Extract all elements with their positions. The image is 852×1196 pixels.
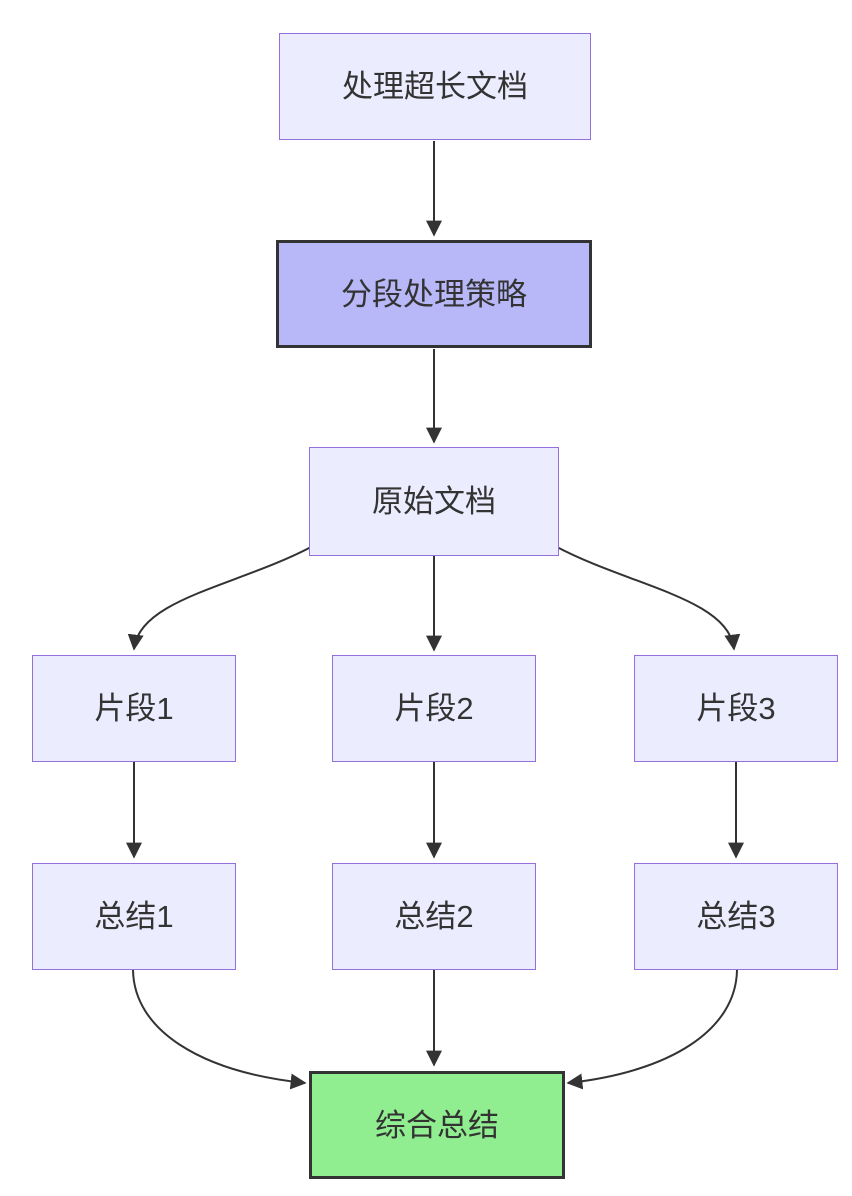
node-original-document: 原始文档 bbox=[309, 447, 559, 556]
node-summary-3: 总结3 bbox=[634, 863, 838, 970]
node-combined-summary: 综合总结 bbox=[309, 1071, 565, 1179]
node-segmentation-strategy: 分段处理策略 bbox=[276, 240, 592, 348]
node-segment-1: 片段1 bbox=[32, 655, 236, 762]
edge-C-D3 bbox=[554, 545, 741, 651]
node-segment-3: 片段3 bbox=[634, 655, 838, 762]
edge-S3-F bbox=[566, 969, 738, 1090]
node-segment-2: 片段2 bbox=[332, 655, 536, 762]
edge-C-D1 bbox=[127, 545, 314, 651]
node-process-long-document: 处理超长文档 bbox=[279, 33, 591, 140]
edge-S1-F bbox=[132, 969, 307, 1090]
node-summary-2: 总结2 bbox=[332, 863, 536, 970]
node-summary-1: 总结1 bbox=[32, 863, 236, 970]
